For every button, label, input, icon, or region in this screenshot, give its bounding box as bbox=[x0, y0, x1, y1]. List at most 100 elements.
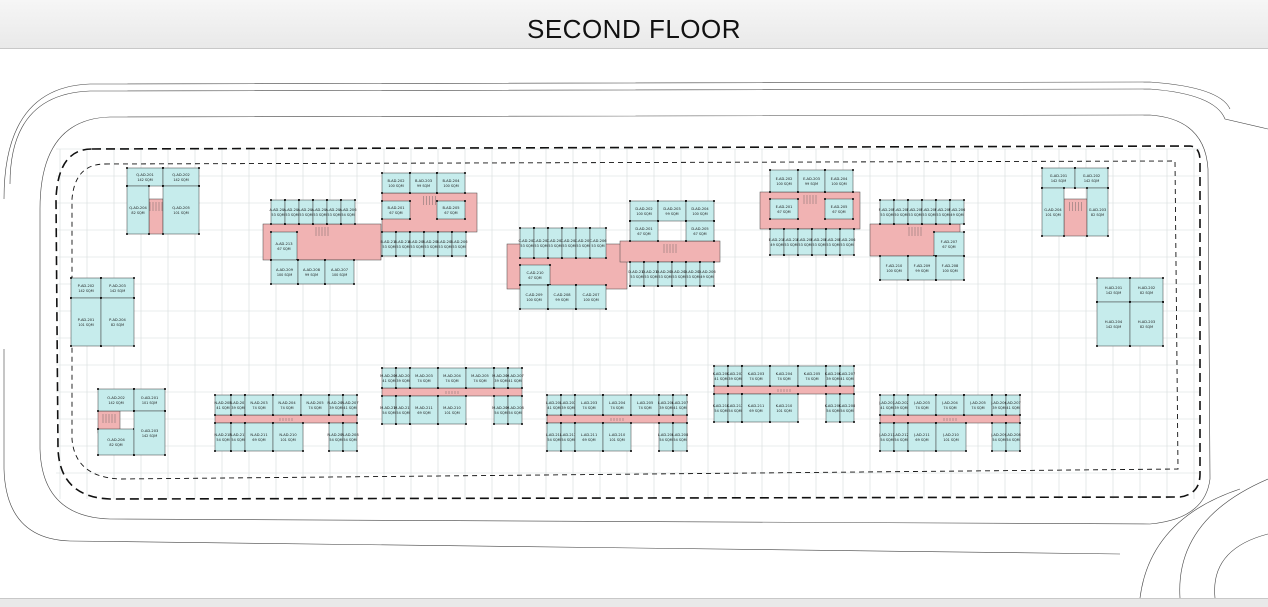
unit-e-ad-204[interactable]: E-AD-204100 SQM bbox=[824, 169, 854, 193]
unit-n-ad-201[interactable]: N-AD-20141 SQM bbox=[214, 394, 232, 416]
unit-f-ad-206[interactable]: F-AD-20649 SQM bbox=[949, 199, 966, 225]
unit-q-ad-201[interactable]: Q-AD-201142 SQM bbox=[126, 167, 164, 187]
unit-n-ad-205[interactable]: N-AD-20574 SQM bbox=[300, 394, 330, 416]
unit-a-ad-202[interactable]: A-AD-20253 SQM bbox=[284, 199, 301, 225]
unit-j-ad-202[interactable]: J-AD-20239 SQM bbox=[892, 394, 909, 416]
unit-l-ad-208[interactable]: L-AD-20854 SQM bbox=[672, 422, 689, 452]
unit-f-ad-210[interactable]: F-AD-210100 SQM bbox=[879, 255, 909, 281]
unit-m-ad-213[interactable]: M-AD-21354 SQM bbox=[380, 395, 398, 425]
unit-a-ad-206[interactable]: A-AD-20654 SQM bbox=[340, 199, 358, 225]
unit-d-ad-211[interactable]: D-AD-21153 SQM bbox=[628, 261, 646, 287]
unit-e-ad-207[interactable]: E-AD-20753 SQM bbox=[825, 228, 842, 256]
unit-f-ad-202[interactable]: F-AD-20250 SQM bbox=[893, 199, 910, 225]
unit-b-ad-207[interactable]: B-AD-20753 SQM bbox=[436, 231, 454, 257]
unit-m-ad-202[interactable]: M-AD-20239 SQM bbox=[394, 367, 412, 389]
unit-l-ad-206[interactable]: L-AD-20639 SQM bbox=[658, 394, 675, 416]
unit-m-ad-203[interactable]: M-AD-20374 SQM bbox=[409, 367, 439, 389]
unit-n-ad-209[interactable]: N-AD-20954 SQM bbox=[327, 422, 345, 452]
unit-m-ad-208[interactable]: M-AD-20854 SQM bbox=[506, 395, 525, 425]
unit-f-ad-207[interactable]: F-AD-20767 SQM bbox=[933, 231, 965, 257]
unit-b-ad-210[interactable]: B-AD-21053 SQM bbox=[394, 231, 412, 257]
unit-m-ad-207[interactable]: M-AD-20741 SQM bbox=[506, 367, 524, 389]
unit-b-ad-211[interactable]: B-AD-21153 SQM bbox=[380, 231, 398, 257]
unit-d-ad-206[interactable]: D-AD-20649 SQM bbox=[698, 261, 716, 287]
unit-k-ad-201[interactable]: K-AD-20141 SQM bbox=[713, 365, 730, 387]
unit-l-ad-205[interactable]: L-AD-20574 SQM bbox=[630, 394, 660, 416]
unit-a-ad-205[interactable]: A-AD-20553 SQM bbox=[326, 199, 343, 225]
unit-k-ad-213[interactable]: K-AD-21354 SQM bbox=[713, 393, 730, 423]
unit-b-ad-204[interactable]: B-AD-204100 SQM bbox=[436, 172, 466, 194]
unit-n-ad-206[interactable]: N-AD-20639 SQM bbox=[327, 394, 345, 416]
unit-c-ad-207[interactable]: C-AD-207100 SQM bbox=[575, 284, 607, 310]
unit-l-ad-202[interactable]: L-AD-20239 SQM bbox=[560, 394, 577, 416]
unit-l-ad-201[interactable]: L-AD-20141 SQM bbox=[546, 394, 563, 416]
unit-o-ad-203[interactable]: O-AD-203142 SQM bbox=[133, 410, 166, 456]
unit-k-ad-209[interactable]: K-AD-20954 SQM bbox=[825, 393, 842, 423]
unit-j-ad-209[interactable]: J-AD-20954 SQM bbox=[990, 422, 1007, 452]
unit-j-ad-211[interactable]: J-AD-21169 SQM bbox=[907, 422, 937, 452]
unit-n-ad-213[interactable]: N-AD-21354 SQM bbox=[214, 422, 232, 452]
unit-j-ad-213[interactable]: J-AD-21354 SQM bbox=[878, 422, 895, 452]
unit-d-ad-208[interactable]: D-AD-20853 SQM bbox=[670, 261, 688, 287]
unit-e-ad-208[interactable]: E-AD-20853 SQM bbox=[811, 228, 829, 256]
unit-a-ad-213[interactable]: A-AD-21367 SQM bbox=[270, 231, 298, 261]
unit-k-ad-205[interactable]: K-AD-20574 SQM bbox=[797, 365, 827, 387]
unit-q-ad-205[interactable]: Q-AD-205101 SQM bbox=[162, 185, 200, 235]
unit-n-ad-202[interactable]: N-AD-20239 SQM bbox=[229, 394, 247, 416]
unit-m-ad-211[interactable]: M-AD-21169 SQM bbox=[409, 395, 439, 425]
unit-p-ad-202[interactable]: P-AD-202142 SQM bbox=[70, 277, 102, 299]
unit-k-ad-202[interactable]: K-AD-20239 SQM bbox=[727, 365, 744, 387]
unit-m-ad-212[interactable]: M-AD-21254 SQM bbox=[394, 395, 412, 425]
unit-d-ad-210[interactable]: D-AD-21053 SQM bbox=[642, 261, 660, 287]
unit-l-ad-203[interactable]: L-AD-20374 SQM bbox=[574, 394, 604, 416]
unit-e-ad-206[interactable]: E-AD-20653 SQM bbox=[839, 228, 857, 256]
unit-b-ad-202[interactable]: B-AD-202100 SQM bbox=[381, 172, 411, 194]
unit-n-ad-208[interactable]: N-AD-20854 SQM bbox=[341, 422, 359, 452]
unit-p-ad-203[interactable]: P-AD-203142 SQM bbox=[100, 277, 135, 299]
unit-j-ad-206[interactable]: J-AD-20639 SQM bbox=[990, 394, 1007, 416]
unit-f-ad-209[interactable]: F-AD-20999 SQM bbox=[907, 255, 937, 281]
unit-b-ad-208[interactable]: B-AD-20853 SQM bbox=[422, 231, 440, 257]
unit-f-ad-204[interactable]: F-AD-20453 SQM bbox=[921, 199, 938, 225]
unit-b-ad-205[interactable]: B-AD-20567 SQM bbox=[436, 200, 466, 220]
unit-o-ad-201[interactable]: O-AD-201101 SQM bbox=[133, 388, 166, 412]
unit-m-ad-204[interactable]: M-AD-20474 SQM bbox=[437, 367, 467, 389]
unit-c-ad-204[interactable]: C-AD-20453 SQM bbox=[560, 227, 578, 259]
unit-l-ad-204[interactable]: L-AD-20474 SQM bbox=[602, 394, 632, 416]
unit-l-ad-207[interactable]: L-AD-20741 SQM bbox=[672, 394, 689, 416]
unit-h-ad-203[interactable]: H-AD-20382 SQM bbox=[1129, 301, 1164, 347]
unit-d-ad-205[interactable]: D-AD-20567 SQM bbox=[685, 220, 715, 242]
unit-m-ad-205[interactable]: M-AD-20574 SQM bbox=[465, 367, 495, 389]
unit-n-ad-210[interactable]: N-AD-210101 SQM bbox=[272, 422, 304, 452]
unit-a-ad-203[interactable]: A-AD-20353 SQM bbox=[298, 199, 315, 225]
unit-d-ad-204[interactable]: D-AD-204100 SQM bbox=[685, 200, 715, 222]
unit-d-ad-203[interactable]: D-AD-20399 SQM bbox=[657, 200, 687, 222]
unit-d-ad-201[interactable]: D-AD-20167 SQM bbox=[629, 220, 659, 242]
unit-m-ad-201[interactable]: M-AD-20141 SQM bbox=[380, 367, 398, 389]
unit-b-ad-201[interactable]: B-AD-20167 SQM bbox=[381, 200, 411, 220]
unit-a-ad-207[interactable]: A-AD-207100 SQM bbox=[324, 259, 355, 285]
unit-g-ad-201[interactable]: G-AD-201142 SQM bbox=[1041, 167, 1076, 189]
unit-l-ad-212[interactable]: L-AD-21254 SQM bbox=[560, 422, 577, 452]
unit-e-ad-209[interactable]: E-AD-20953 SQM bbox=[797, 228, 815, 256]
unit-o-ad-204[interactable]: O-AD-20482 SQM bbox=[97, 428, 135, 456]
unit-h-ad-202[interactable]: H-AD-20282 SQM bbox=[1129, 277, 1164, 303]
unit-a-ad-201[interactable]: A-AD-20153 SQM bbox=[270, 199, 287, 225]
unit-n-ad-211[interactable]: N-AD-21169 SQM bbox=[244, 422, 274, 452]
unit-j-ad-204[interactable]: J-AD-20474 SQM bbox=[935, 394, 965, 416]
unit-g-ad-203[interactable]: G-AD-20382 SQM bbox=[1086, 187, 1109, 237]
unit-o-ad-202[interactable]: O-AD-202142 SQM bbox=[97, 388, 135, 412]
unit-k-ad-210[interactable]: K-AD-210101 SQM bbox=[769, 393, 799, 423]
unit-c-ad-210[interactable]: C-AD-21067 SQM bbox=[519, 264, 551, 286]
unit-l-ad-210[interactable]: L-AD-210101 SQM bbox=[602, 422, 632, 452]
unit-e-ad-211[interactable]: E-AD-21149 SQM bbox=[769, 228, 786, 256]
unit-f-ad-208[interactable]: F-AD-208100 SQM bbox=[935, 255, 965, 281]
unit-k-ad-206[interactable]: K-AD-20639 SQM bbox=[825, 365, 842, 387]
unit-m-ad-210[interactable]: M-AD-210101 SQM bbox=[437, 395, 467, 425]
unit-h-ad-201[interactable]: H-AD-201142 SQM bbox=[1096, 277, 1131, 303]
unit-j-ad-207[interactable]: J-AD-20741 SQM bbox=[1004, 394, 1021, 416]
unit-c-ad-205[interactable]: C-AD-20553 SQM bbox=[574, 227, 592, 259]
unit-j-ad-205[interactable]: J-AD-20574 SQM bbox=[963, 394, 993, 416]
unit-j-ad-208[interactable]: J-AD-20854 SQM bbox=[1004, 422, 1021, 452]
unit-k-ad-207[interactable]: K-AD-20741 SQM bbox=[839, 365, 856, 387]
